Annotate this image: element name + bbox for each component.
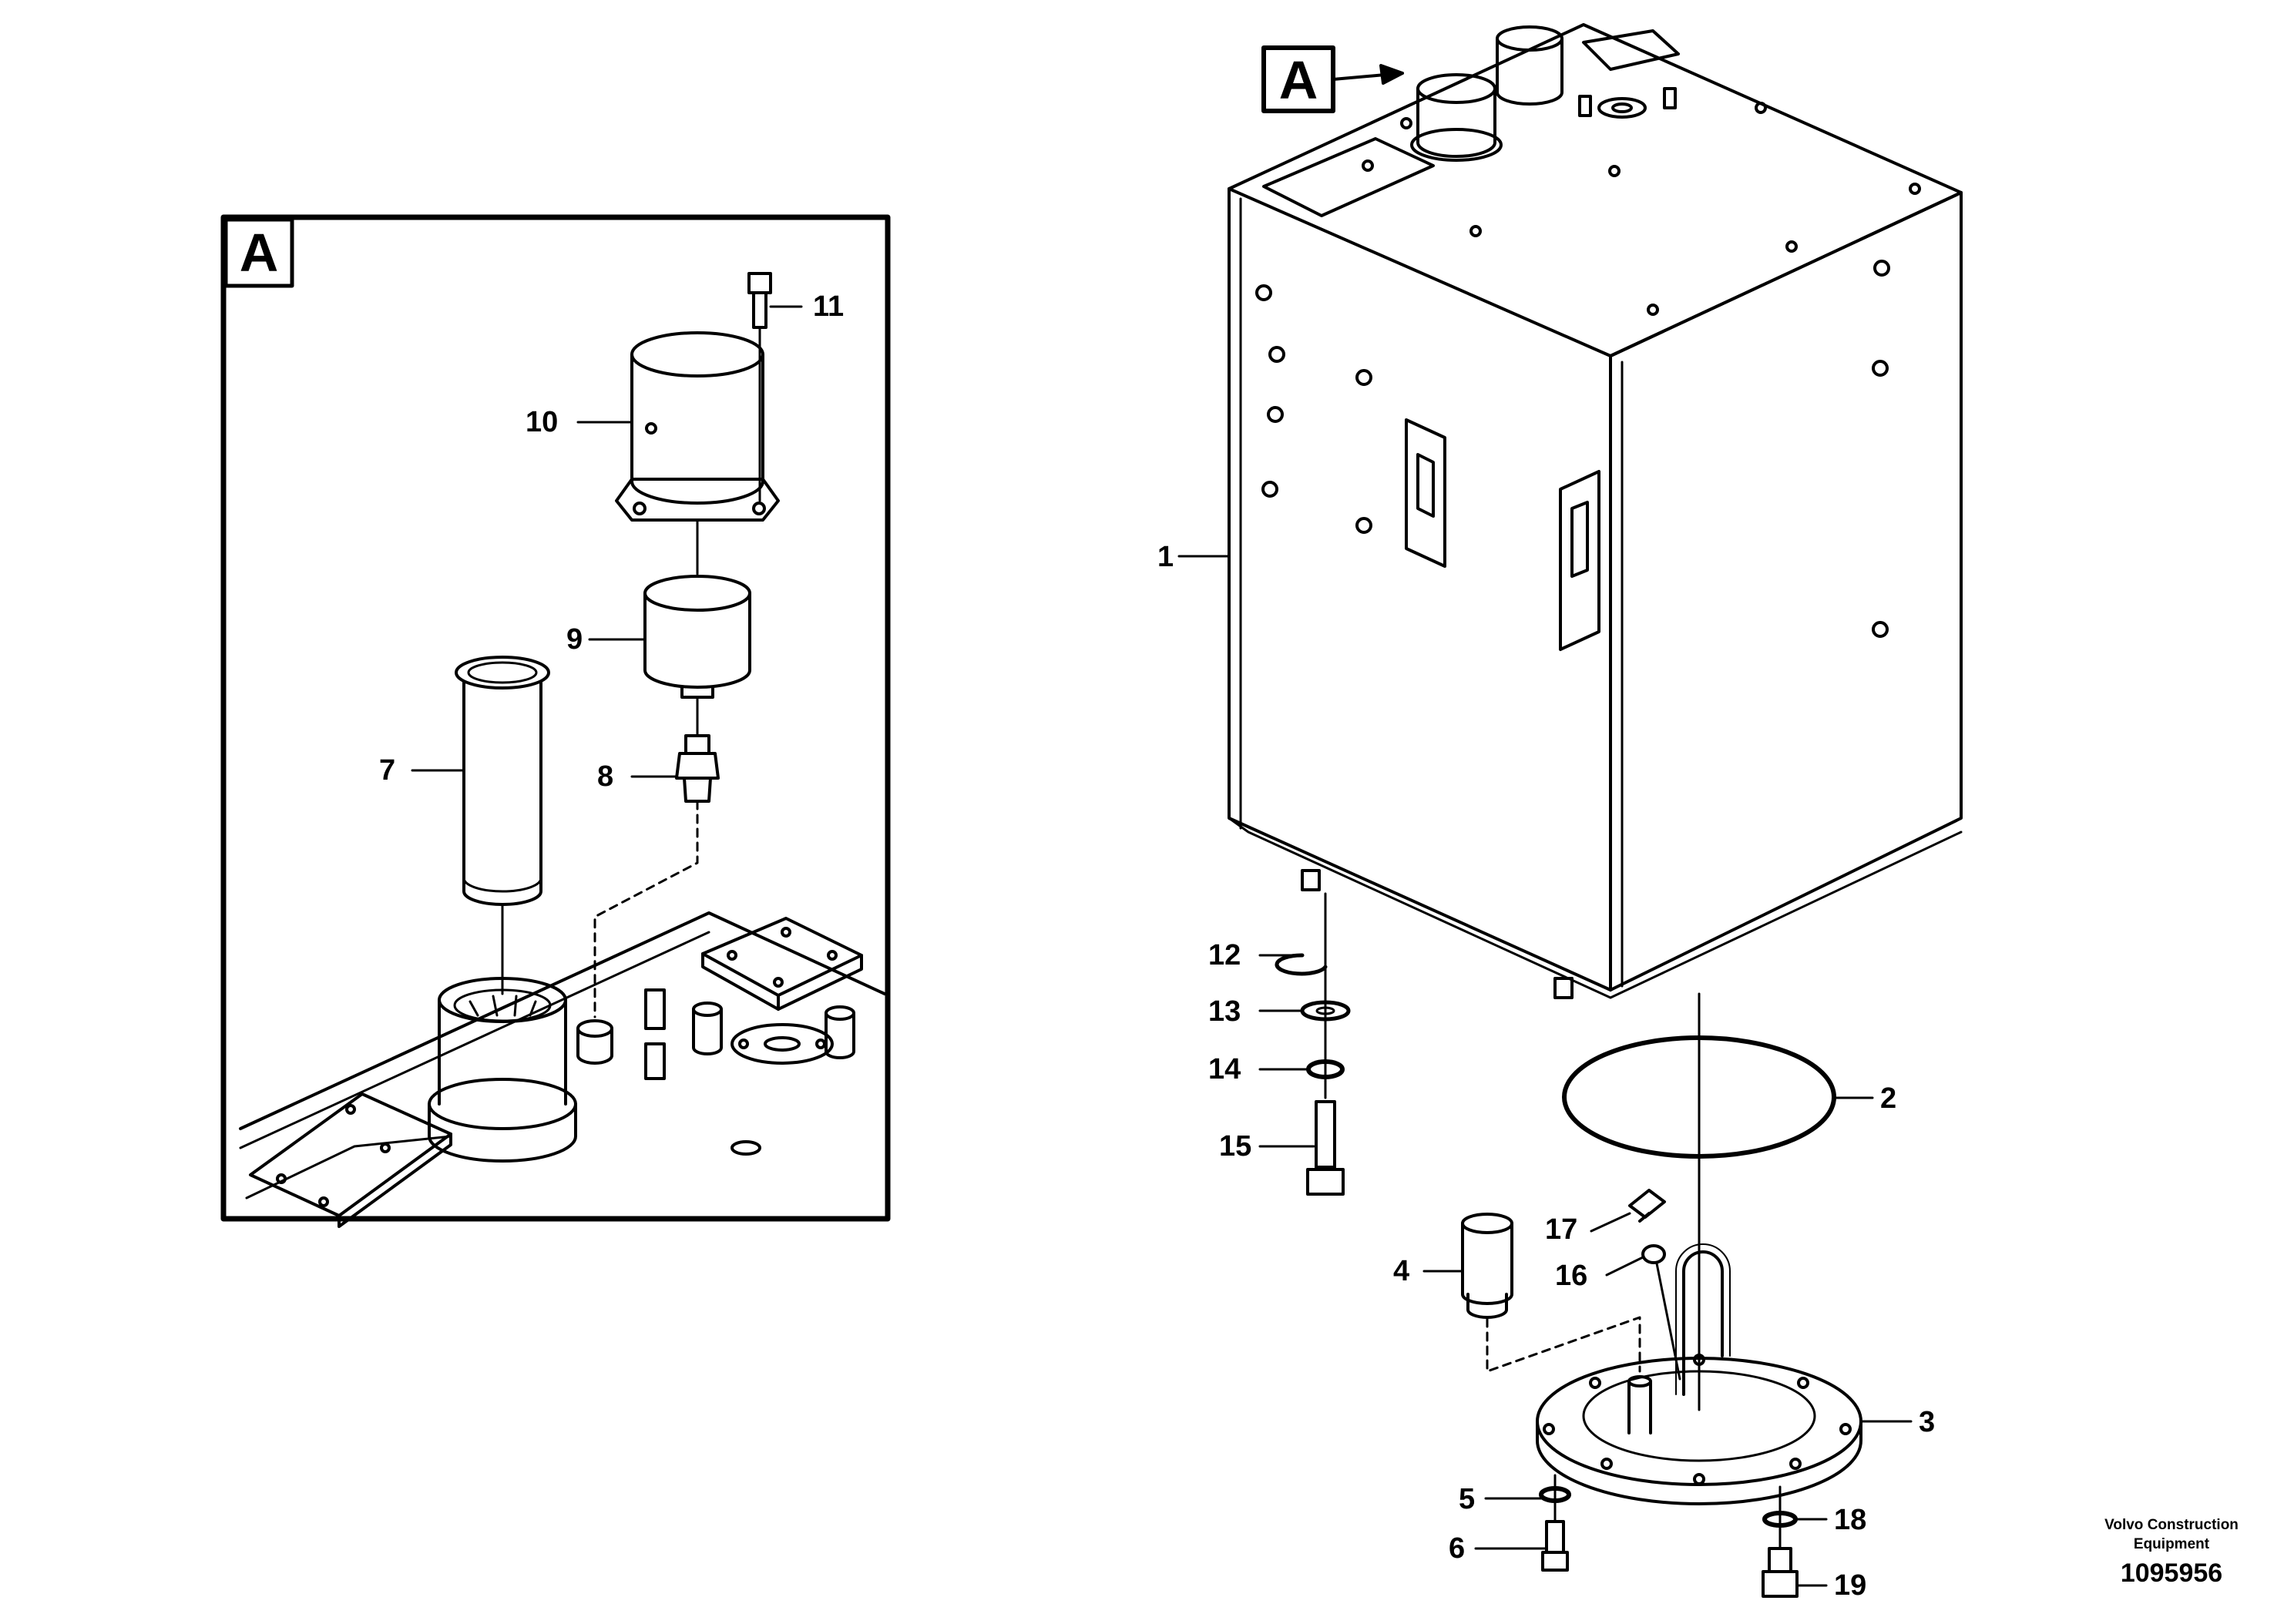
callout-18: 18 [1834,1504,1866,1536]
callout-5: 5 [1459,1483,1475,1515]
tank-filler-neck [1410,73,1503,162]
detail-upper-plate [701,917,863,1011]
side-studs [1255,260,1890,638]
detail-a-reference-label: A [1279,50,1318,110]
detail-fittings [576,988,855,1156]
callout-8: 8 [597,760,613,793]
callout-2: 2 [1880,1082,1896,1115]
callout-15: 15 [1219,1130,1251,1163]
cover-bolt [1541,1520,1569,1572]
temperature-sensor [1628,1189,1666,1223]
tank-breather-cap [1496,25,1563,106]
detail-filler-housing [428,977,577,1163]
seal-ring-16 [1641,1244,1666,1264]
callout-6: 6 [1449,1532,1465,1565]
suction-strainer [1461,1213,1513,1319]
callout-13: 13 [1208,995,1241,1028]
callout-4: 4 [1393,1255,1409,1287]
document-number: 1095956 [2121,1559,2222,1588]
callout-10: 10 [526,406,558,438]
filler-strainer-tube [455,656,550,906]
breather-cap [615,331,780,522]
drain-plug [1762,1547,1799,1598]
brand-line-1: Volvo Construction [2104,1517,2239,1533]
top-bolts [1362,102,1921,316]
tank-mounting-bolt [1306,1100,1345,1196]
callout-9: 9 [566,623,583,656]
detail-cover-plate [249,1092,452,1228]
callout-1: 1 [1157,541,1174,573]
callout-17: 17 [1545,1213,1577,1246]
callout-3: 3 [1919,1406,1935,1438]
breather-filter [643,575,751,699]
detail-tank-edge [239,911,886,1130]
cap-screw [747,272,772,502]
detail-a-inset: A [220,214,891,1228]
lock-washer [1275,953,1328,976]
callout-11: 11 [813,290,844,323]
callout-12: 12 [1208,939,1241,971]
callout-7: 7 [379,754,395,787]
callout-14: 14 [1208,1053,1241,1085]
brand-line-2: Equipment [2134,1536,2210,1552]
pressure-switch [675,734,720,803]
detail-frame [220,214,891,1222]
level-gauge-left [1405,418,1446,568]
callout-19: 19 [1834,1569,1866,1602]
callout-16: 16 [1555,1260,1587,1292]
detail-label-a: A [240,223,279,283]
level-gauge-right [1559,470,1600,651]
hydraulic-tank [1228,23,1963,999]
detail-label-box [223,217,294,288]
